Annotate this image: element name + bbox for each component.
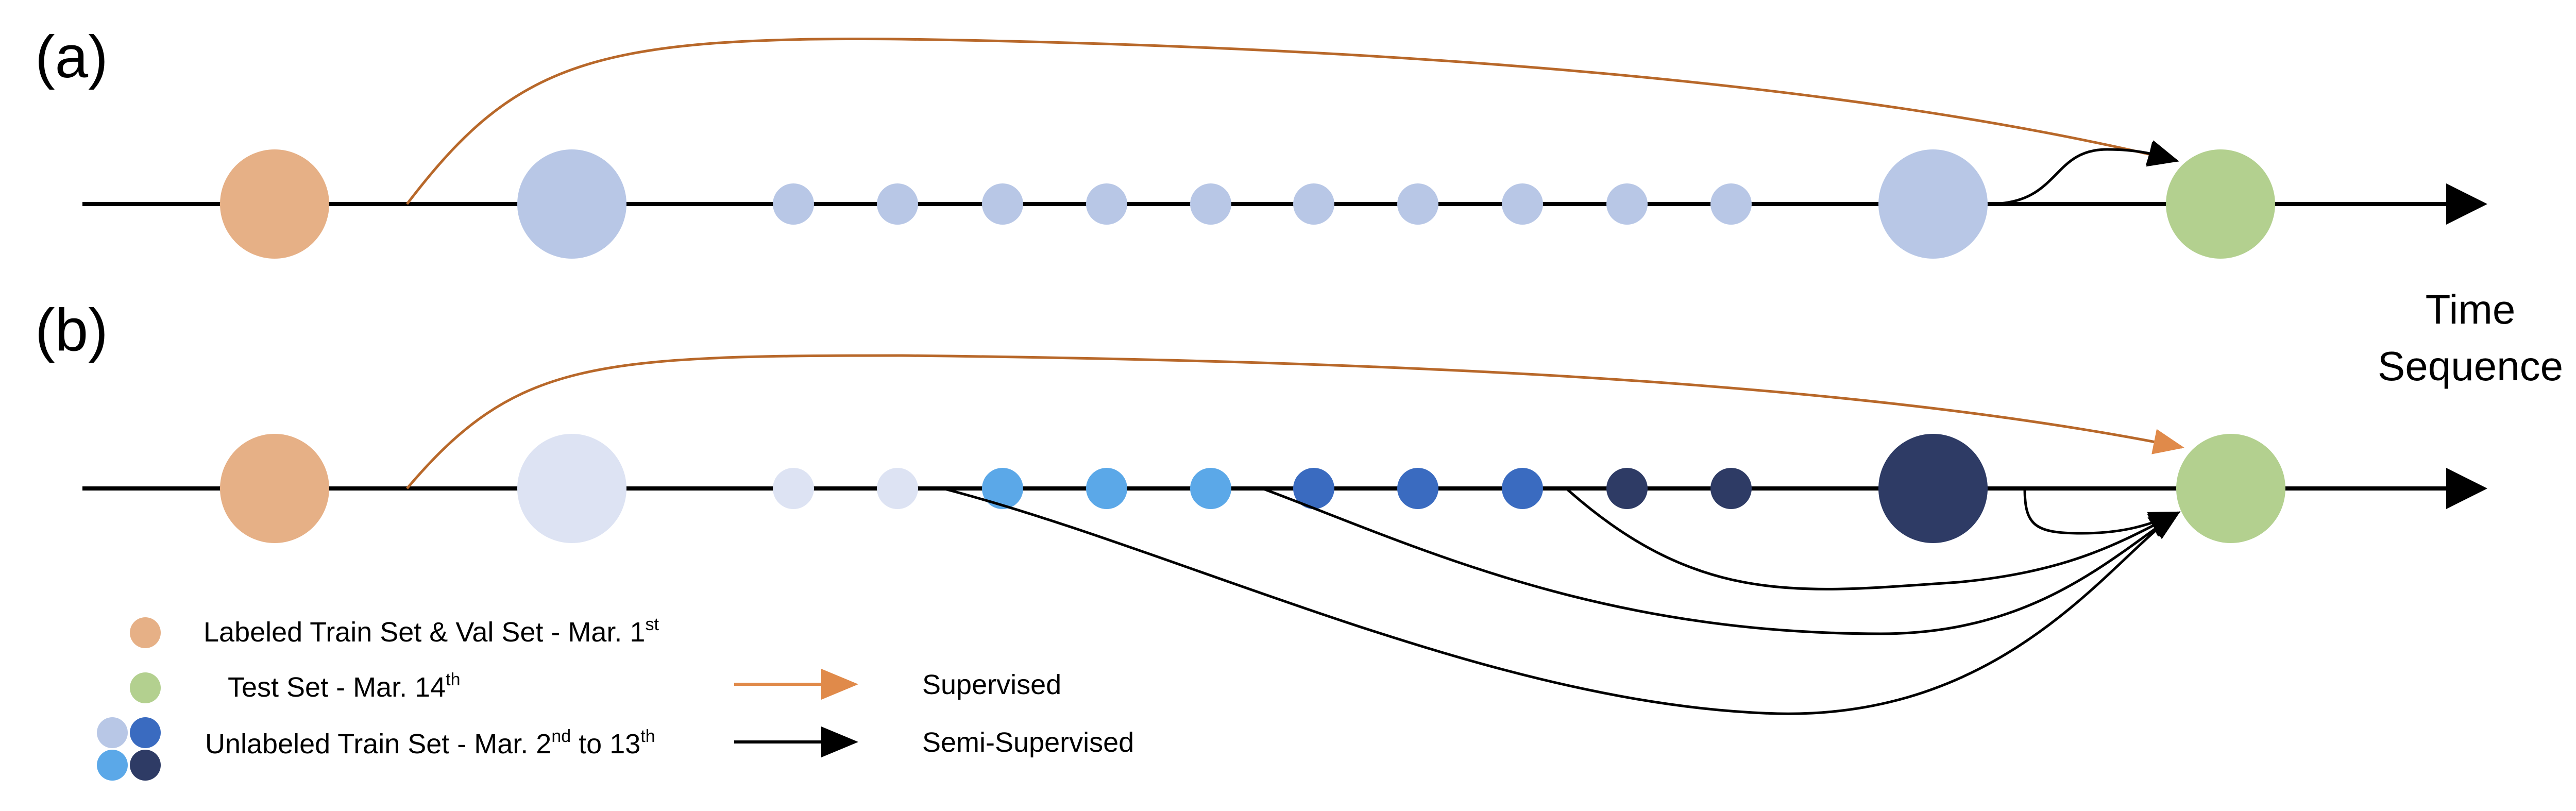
semi-arrow-b-3 <box>1262 487 2181 635</box>
timeline-a-node-unlabeled-8 <box>1397 183 1438 225</box>
timeline-b-node-unlabeled-12 <box>1878 434 1988 543</box>
timeline-b-node-unlabeled-11 <box>1710 468 1752 509</box>
timeline-b-node-unlabeled-2 <box>773 468 814 509</box>
legend-unlabeled-swatch-navy <box>130 750 161 781</box>
timeline-b-node-unlabeled-9 <box>1502 468 1543 509</box>
panel-b-label: (b) <box>35 296 108 363</box>
legend-semi-label: Semi-Supervised <box>922 727 1134 758</box>
timeline-a-node-unlabeled-5 <box>1086 183 1127 225</box>
timeline-a-node-unlabeled-2 <box>773 183 814 225</box>
timeline-a-node-unlabeled-9 <box>1502 183 1543 225</box>
timeline-b-node-unlabeled-4 <box>982 468 1023 509</box>
timeline-a-node-unlabeled-11 <box>1710 183 1752 225</box>
timeline-b-node-test-13 <box>2176 434 2285 543</box>
legend-unlabeled-swatch-sky <box>97 750 128 781</box>
legend-supervised-label: Supervised <box>922 669 1061 700</box>
timeline-a-node-unlabeled-6 <box>1190 183 1231 225</box>
timeline-a-node-test-13 <box>2166 149 2275 259</box>
timeline-b-node-unlabeled-8 <box>1397 468 1438 509</box>
timeline-a-node-unlabeled-3 <box>877 183 918 225</box>
axis-label-sequence: Sequence <box>2378 343 2563 389</box>
timeline-b-node-unlabeled-7 <box>1293 468 1334 509</box>
timeline-b-node-unlabeled-10 <box>1606 468 1648 509</box>
legend-labeled-swatch <box>130 617 161 648</box>
semi-arrow-b-2 <box>1565 487 2181 590</box>
panel-a: (a) <box>35 23 2487 259</box>
semi-arrow-b-4 <box>942 487 2181 715</box>
legend: Labeled Train Set & Val Set - Mar. 1st T… <box>97 615 1134 781</box>
timeline-b-node-unlabeled-5 <box>1086 468 1127 509</box>
panel-b: (b) <box>35 296 2487 715</box>
axis-label-time: Time <box>2426 286 2516 332</box>
supervised-arrow-b <box>406 354 2184 489</box>
panel-a-label: (a) <box>35 23 108 90</box>
legend-test-swatch <box>130 672 161 703</box>
timeline-a-nodes <box>220 149 2275 259</box>
timeline-b-node-unlabeled-6 <box>1190 468 1231 509</box>
timeline-a-node-unlabeled-10 <box>1606 183 1648 225</box>
legend-unlabeled-swatch-pale <box>97 717 128 748</box>
legend-unlabeled-label: Unlabeled Train Set - Mar. 2nd to 13th <box>205 726 655 759</box>
legend-unlabeled-swatch-royal <box>130 717 161 748</box>
timeline-b-node-unlabeled-3 <box>877 468 918 509</box>
legend-test-label: Test Set - Mar. 14th <box>228 670 461 703</box>
timeline-a-node-unlabeled-4 <box>982 183 1023 225</box>
timeline-b-nodes <box>220 434 2285 543</box>
timeline-a-node-unlabeled-12 <box>1878 149 1988 259</box>
timeline-b-node-labeled-0 <box>220 434 329 543</box>
supervised-arrow-a <box>406 38 2179 205</box>
legend-labeled-label: Labeled Train Set & Val Set - Mar. 1st <box>204 615 659 648</box>
timeline-a-node-labeled-0 <box>220 149 329 259</box>
semi-arrow-b-1 <box>2023 488 2181 536</box>
semi-arrow-a <box>1988 140 2179 206</box>
timeline-a-node-unlabeled-1 <box>517 149 626 259</box>
timeline-a-node-unlabeled-7 <box>1293 183 1334 225</box>
timeline-b-node-unlabeled-1 <box>517 434 626 543</box>
